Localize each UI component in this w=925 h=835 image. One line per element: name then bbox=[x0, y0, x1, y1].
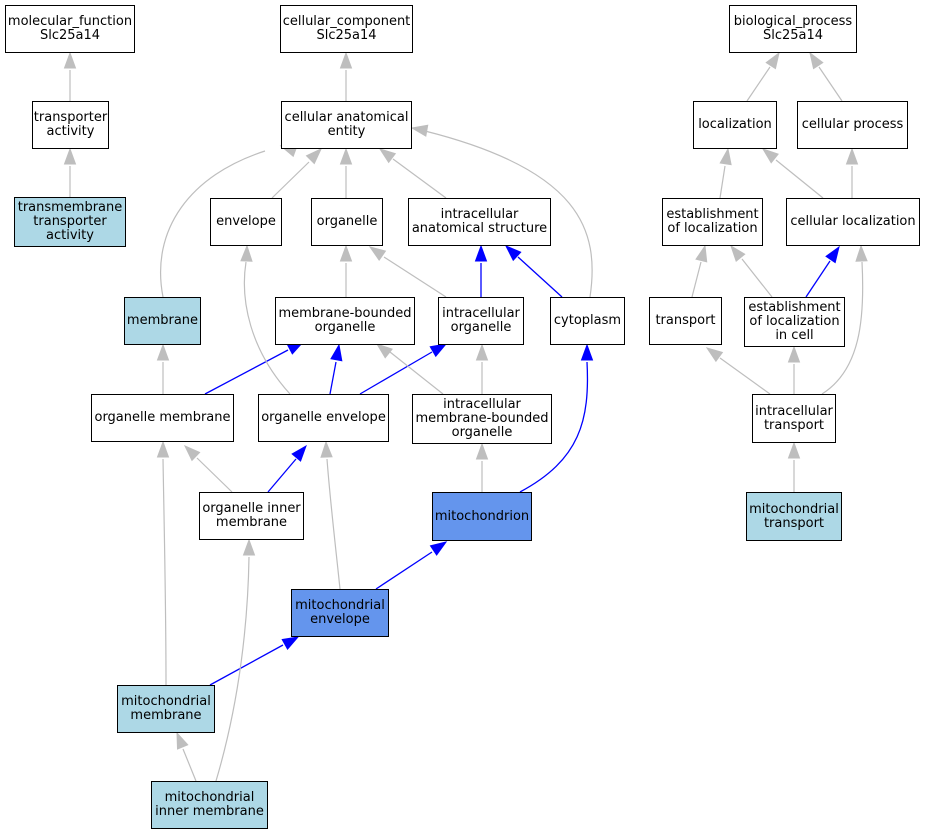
edge-inner-membrane-to-organelle-membrane-arrowhead bbox=[183, 444, 201, 462]
node-establishment-of-localization-in-cell[interactable]: establishment of localization in cell bbox=[744, 297, 845, 347]
edge-mitochondrion-to-cytoplasm-arrowhead bbox=[580, 343, 594, 361]
edge-eloc-cell-to-cellular-localization-arrowhead bbox=[825, 245, 840, 264]
edge-establishment-to-localization bbox=[719, 165, 726, 199]
edge-inner-membrane-to-organelle-membrane bbox=[196, 457, 233, 493]
node-establishment-of-localization[interactable]: establishment of localization bbox=[662, 198, 763, 246]
node-mitochondrial-membrane[interactable]: mitochondrial membrane bbox=[117, 685, 215, 733]
edge-organelle-to-entity-arrowhead bbox=[339, 147, 353, 165]
edge-mitochondrial-envelope-to-organelle-envelope-arrowhead bbox=[320, 440, 333, 458]
node-cellular-component[interactable]: cellular_component Slc25a14 bbox=[280, 5, 413, 53]
edge-mitochondrial-envelope-to-organelle-envelope bbox=[326, 458, 341, 590]
node-cellular-process[interactable]: cellular process bbox=[797, 101, 908, 149]
edge-localization-to-biological-process bbox=[746, 66, 771, 102]
edge-inner-mito-to-mitochondrial-membrane-arrowhead bbox=[176, 731, 189, 750]
node-organelle-inner-membrane[interactable]: organelle inner membrane bbox=[199, 492, 304, 540]
edge-mitochondrial-envelope-to-mitochondrion-arrowhead bbox=[429, 541, 448, 556]
node-transporter-activity[interactable]: transporter activity bbox=[32, 101, 109, 149]
edge-eloc-cell-to-establishment-arrowhead bbox=[730, 244, 746, 262]
edge-cytoplasm-to-entity-arrowhead bbox=[410, 124, 429, 137]
edge-mitochondrion-to-imbo-arrowhead bbox=[475, 442, 489, 460]
edge-eloc-cell-to-cellular-localization bbox=[805, 260, 831, 298]
node-transmembrane-transporter-activity[interactable]: transmembrane transporter activity bbox=[14, 197, 126, 247]
edge-intracellular-organelle-to-organelle bbox=[383, 256, 447, 298]
edge-intracellular-organelle-to-structure-arrowhead bbox=[474, 244, 488, 262]
edge-intracellular-transport-to-cellular-localization-arrowhead bbox=[855, 244, 868, 262]
edge-organelle-envelope-to-mbo bbox=[329, 361, 337, 395]
edge-mitochondrial-membrane-to-organelle-membrane-arrowhead bbox=[156, 440, 170, 458]
edge-mitochondrial-membrane-to-organelle-membrane bbox=[162, 458, 167, 686]
node-organelle-envelope[interactable]: organelle envelope bbox=[258, 394, 389, 442]
edge-intracellular-transport-to-eloc-cell-arrowhead bbox=[787, 345, 801, 363]
edge-cellular-process-to-biological-process bbox=[818, 66, 843, 102]
edge-organelle-membrane-to-mbo bbox=[204, 349, 289, 395]
node-envelope[interactable]: envelope bbox=[210, 198, 282, 246]
edge-mitochondrial-transport-to-intracellular-transport-arrowhead bbox=[787, 441, 801, 459]
edge-organelle-envelope-to-envelope-arrowhead bbox=[240, 244, 253, 262]
edge-organelle-envelope-to-mbo-arrowhead bbox=[330, 343, 343, 362]
node-intracellular-organelle[interactable]: intracellular organelle bbox=[438, 297, 524, 345]
edge-mbo-to-organelle-arrowhead bbox=[339, 244, 353, 262]
edge-intracellular-organelle-to-organelle-arrowhead bbox=[368, 246, 387, 261]
edge-entity-to-cellular-component-arrowhead bbox=[339, 51, 353, 69]
edge-intracellular-transport-to-cellular-localization bbox=[821, 261, 864, 395]
edge-transmembrane-to-transporter-activity-arrowhead bbox=[63, 147, 77, 165]
node-mitochondrial-transport[interactable]: mitochondrial transport bbox=[746, 492, 842, 541]
edge-eloc-cell-to-establishment bbox=[741, 258, 773, 298]
node-organelle[interactable]: organelle bbox=[311, 198, 383, 246]
node-cytoplasm[interactable]: cytoplasm bbox=[550, 297, 625, 345]
edge-intracellular-transport-to-transport bbox=[719, 357, 771, 395]
edge-inner-membrane-to-organelle-envelope bbox=[267, 458, 297, 493]
node-membrane-bounded-organelle[interactable]: membrane-bounded organelle bbox=[275, 297, 415, 345]
edge-inner-membrane-to-organelle-envelope-arrowhead bbox=[291, 444, 307, 462]
edges-layer bbox=[63, 51, 868, 782]
edge-mitochondrial-membrane-to-mitochondrial-envelope-arrowhead bbox=[281, 636, 300, 650]
edge-intracellular-transport-to-transport-arrowhead bbox=[705, 347, 724, 363]
edge-envelope-to-entity bbox=[271, 161, 310, 199]
edge-mitochondrial-membrane-to-mitochondrial-envelope bbox=[209, 644, 284, 686]
edge-cellular-process-to-biological-process-arrowhead bbox=[809, 51, 824, 70]
edge-envelope-to-entity-arrowhead bbox=[305, 147, 323, 165]
edge-organelle-envelope-to-intracellular-organelle-arrowhead bbox=[429, 343, 448, 358]
node-cellular-localization[interactable]: cellular localization bbox=[786, 198, 920, 246]
node-cellular-anatomical-entity[interactable]: cellular anatomical entity bbox=[281, 101, 412, 149]
edge-organelle-envelope-to-intracellular-organelle bbox=[359, 351, 433, 395]
edge-imbo-to-intracellular-organelle-arrowhead bbox=[475, 343, 489, 361]
edge-organelle-membrane-to-membrane-arrowhead bbox=[156, 343, 170, 361]
edge-organelle-envelope-to-envelope bbox=[243, 261, 291, 395]
node-localization[interactable]: localization bbox=[693, 101, 777, 149]
node-intracellular-anatomical-structure[interactable]: intracellular anatomical structure bbox=[408, 198, 551, 246]
edge-transporter-activity-to-molecular-function-arrowhead bbox=[63, 51, 77, 69]
edge-inner-mito-to-inner-membrane-arrowhead bbox=[242, 538, 256, 556]
node-molecular-function[interactable]: molecular_function Slc25a14 bbox=[5, 5, 135, 53]
node-intracellular-membrane-bounded-organelle[interactable]: intracellular membrane-bounded organelle bbox=[412, 394, 552, 444]
edge-localization-to-biological-process-arrowhead bbox=[765, 51, 780, 70]
node-mitochondrial-envelope[interactable]: mitochondrial envelope bbox=[291, 589, 389, 637]
edge-cellular-localization-to-localization bbox=[775, 159, 824, 199]
edge-transport-to-establishment bbox=[691, 261, 702, 298]
edge-transport-to-establishment-arrowhead bbox=[695, 244, 708, 263]
edge-inner-mito-to-mitochondrial-membrane bbox=[182, 748, 197, 782]
edge-mitochondrial-envelope-to-mitochondrion bbox=[375, 551, 433, 590]
edge-mitochondrion-to-cytoplasm bbox=[519, 361, 589, 493]
node-membrane[interactable]: membrane bbox=[124, 297, 201, 345]
edge-cytoplasm-to-structure bbox=[517, 256, 563, 298]
node-intracellular-transport[interactable]: intracellular transport bbox=[752, 394, 836, 443]
node-mitochondrion[interactable]: mitochondrion bbox=[432, 492, 532, 541]
edge-establishment-to-localization-arrowhead bbox=[719, 147, 732, 166]
edge-cytoplasm-to-structure-arrowhead bbox=[504, 245, 522, 262]
edge-intracellular-structure-to-entity bbox=[392, 158, 447, 199]
edge-membrane-to-entity bbox=[159, 150, 266, 298]
edge-cytoplasm-to-entity bbox=[424, 130, 593, 298]
edge-cellular-localization-to-cellular-process-arrowhead bbox=[845, 147, 859, 165]
edge-intracellular-structure-to-entity-arrowhead bbox=[378, 148, 397, 164]
node-organelle-membrane[interactable]: organelle membrane bbox=[91, 394, 234, 442]
node-transport[interactable]: transport bbox=[649, 297, 722, 345]
node-mitochondrial-inner-membrane[interactable]: mitochondrial inner membrane bbox=[151, 781, 268, 829]
edge-imbo-to-mbo bbox=[389, 351, 444, 395]
node-biological-process[interactable]: biological_process Slc25a14 bbox=[729, 5, 857, 53]
edge-cellular-localization-to-localization-arrowhead bbox=[761, 148, 779, 164]
edge-inner-mito-to-inner-membrane bbox=[215, 556, 250, 782]
edge-imbo-to-mbo-arrowhead bbox=[375, 343, 393, 359]
